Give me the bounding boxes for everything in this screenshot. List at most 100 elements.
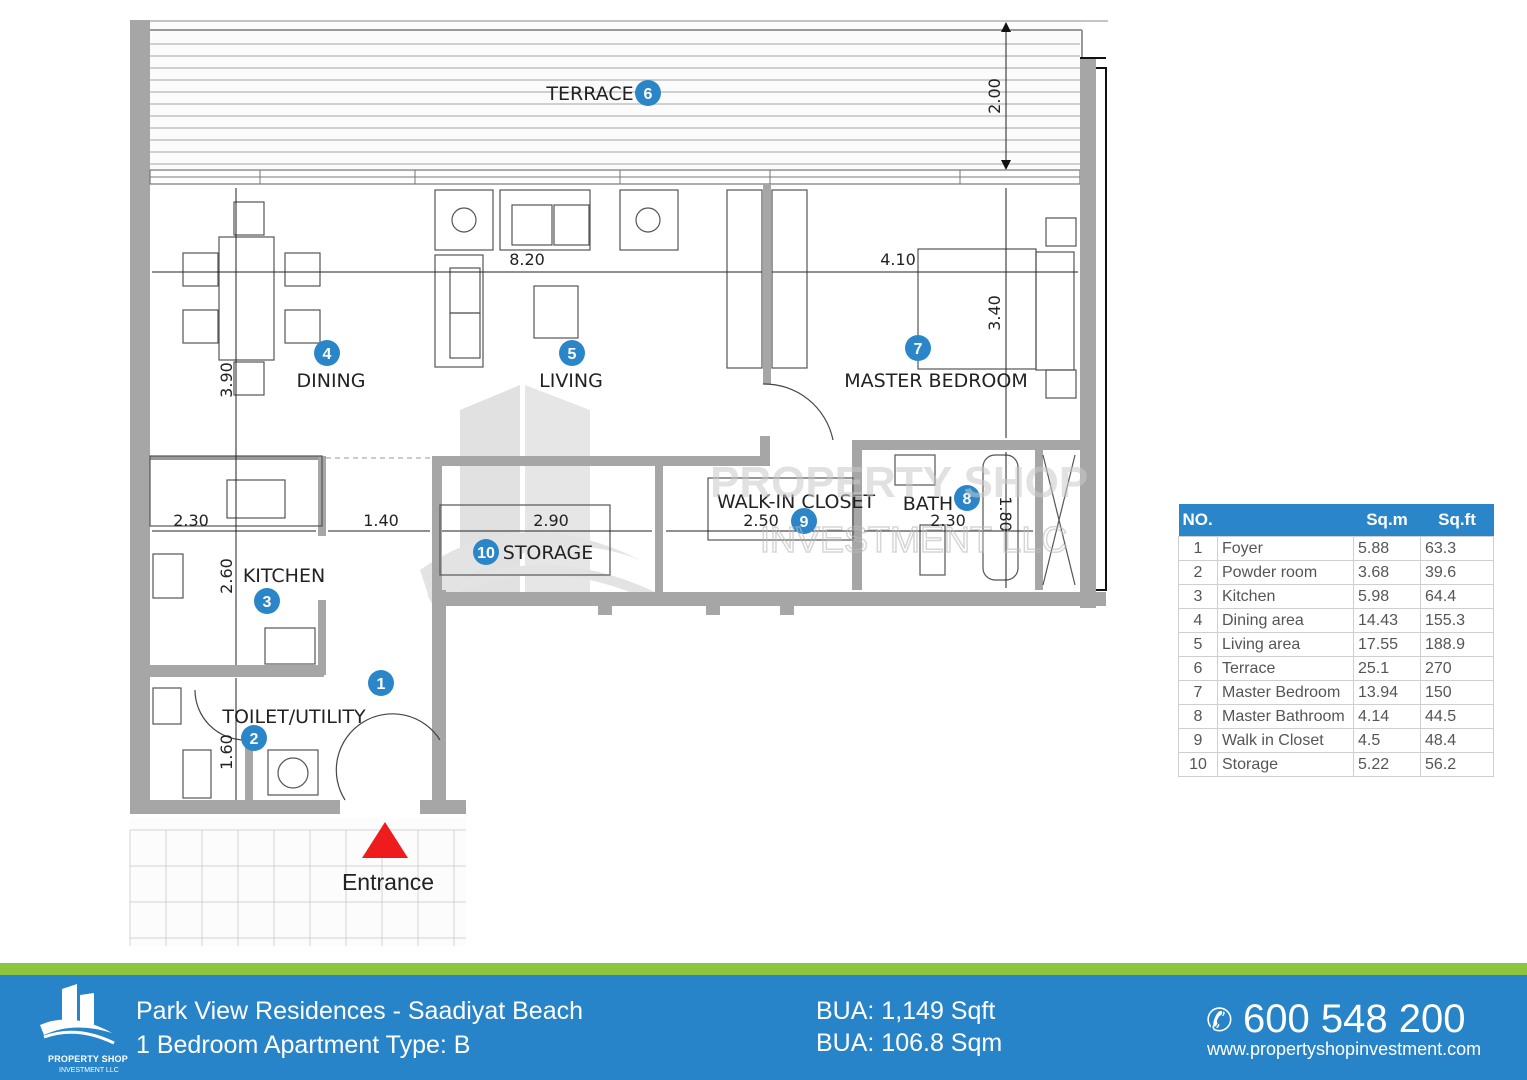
- svg-text:4: 4: [323, 346, 332, 363]
- cell-sqft: 155.3: [1420, 608, 1494, 633]
- cell-no: 6: [1178, 656, 1218, 681]
- cell-sqft: 63.3: [1420, 536, 1494, 561]
- project-title: Park View Residences - Saadiyat Beach: [136, 997, 583, 1025]
- cell-sqft: 44.5: [1420, 704, 1494, 729]
- cell-no: 9: [1178, 728, 1218, 753]
- dim-dining-depth: 3.90: [217, 362, 236, 398]
- cell-no: 10: [1178, 752, 1218, 777]
- cell-no: 7: [1178, 680, 1218, 705]
- cell-no: 5: [1178, 632, 1218, 657]
- dim-bedroom-depth: 3.40: [985, 295, 1004, 331]
- entrance-corridor: Entrance: [129, 818, 466, 946]
- svg-text:3: 3: [263, 594, 272, 611]
- dim-toilet-depth: 1.60: [217, 734, 236, 770]
- floor-plan: 2.00 TERRACE: [129, 20, 1108, 946]
- cell-sqm: 5.98: [1353, 584, 1421, 609]
- bua-sqft: BUA: 1,149 Sqft: [816, 997, 996, 1025]
- svg-text:5: 5: [568, 346, 577, 363]
- watermark-text: PROPERTY SHOP: [710, 458, 1088, 507]
- cell-sqft: 150: [1420, 680, 1494, 705]
- room-label-toilet-utility: TOILET/UTILITY: [221, 706, 366, 728]
- cell-no: 2: [1178, 560, 1218, 585]
- badge-6: 6: [635, 80, 661, 106]
- room-label-master-bedroom: MASTER BEDROOM: [844, 370, 1027, 392]
- furniture: [149, 189, 1077, 801]
- cell-sqm: 5.22: [1353, 752, 1421, 777]
- svg-text:6: 6: [644, 86, 653, 103]
- room-label-kitchen: KITCHEN: [243, 565, 325, 587]
- unit-type: 1 Bedroom Apartment Type: B: [136, 1031, 471, 1059]
- footer-accent-stripe: [0, 963, 1527, 975]
- room-label-living: LIVING: [539, 370, 603, 392]
- watermark-logo: [420, 385, 663, 605]
- dim-foyer-width: 1.40: [363, 511, 399, 530]
- cell-name: Storage: [1217, 752, 1354, 777]
- cell-sqft: 39.6: [1420, 560, 1494, 585]
- terrace: 2.00 TERRACE: [130, 20, 1108, 810]
- cell-no: 4: [1178, 608, 1218, 633]
- cell-name: Foyer: [1217, 536, 1354, 561]
- cell-sqm: 14.43: [1353, 608, 1421, 633]
- cell-name: Powder room: [1217, 560, 1354, 585]
- badge-3: 3: [254, 588, 280, 614]
- svg-text:9: 9: [800, 514, 809, 531]
- svg-text:8: 8: [963, 491, 972, 508]
- room-label-terrace: TERRACE: [545, 83, 633, 105]
- svg-text:2: 2: [250, 731, 259, 748]
- room-label-storage: STORAGE: [503, 542, 593, 564]
- room-label-walk-in-closet: WALK-IN CLOSET: [717, 491, 876, 513]
- header-sqm: Sq.m: [1353, 504, 1421, 537]
- svg-text:10: 10: [477, 545, 495, 562]
- dim-living-width: 8.20: [509, 250, 545, 269]
- cell-name: Living area: [1217, 632, 1354, 657]
- website-link[interactable]: www.propertyshopinvestment.com: [1207, 1039, 1482, 1059]
- room-badges: 1 2 3 4 5 6 7 8 9 10: [241, 80, 980, 751]
- svg-text:7: 7: [914, 341, 923, 358]
- dim-bath-width: 2.30: [930, 511, 966, 530]
- badge-9: 9: [791, 508, 817, 534]
- cell-sqft: 188.9: [1420, 632, 1494, 657]
- cell-name: Master Bedroom: [1217, 680, 1354, 705]
- cell-sqm: 17.55: [1353, 632, 1421, 657]
- dim-kitchen-width: 2.30: [173, 511, 209, 530]
- cell-sqm: 25.1: [1353, 656, 1421, 681]
- dim-bedroom-width: 4.10: [880, 250, 916, 269]
- dim-bath-depth: 1.80: [996, 496, 1015, 532]
- phone-number[interactable]: 600 548 200: [1243, 997, 1466, 1041]
- header-no: NO.: [1178, 504, 1354, 537]
- logo-line2: INVESTMENT LLC: [59, 1067, 119, 1074]
- cell-name: Kitchen: [1217, 584, 1354, 609]
- window-wall: [149, 169, 1081, 185]
- room-label-bath: BATH: [903, 493, 953, 515]
- building-wave-logo-icon: [40, 984, 115, 1045]
- cell-sqm: 4.14: [1353, 704, 1421, 729]
- header-sqft: Sq.ft: [1420, 504, 1494, 537]
- watermark-subtext: INVESTMENT LLC: [760, 519, 1067, 560]
- logo-line1: PROPERTY SHOP: [48, 1054, 128, 1064]
- cell-no: 3: [1178, 584, 1218, 609]
- dim-kitchen-depth: 2.60: [217, 558, 236, 594]
- cell-sqft: 270: [1420, 656, 1494, 681]
- cell-sqm: 13.94: [1353, 680, 1421, 705]
- badge-8: 8: [954, 485, 980, 511]
- phone-icon: ✆: [1206, 1002, 1233, 1038]
- company-logo: PROPERTY SHOP INVESTMENT LLC: [22, 981, 132, 1077]
- badge-2: 2: [241, 725, 267, 751]
- cell-name: Terrace: [1217, 656, 1354, 681]
- footer-bar: PROPERTY SHOP INVESTMENT LLC Park View R…: [0, 975, 1527, 1080]
- room-label-dining: DINING: [297, 370, 366, 392]
- entrance-arrow-icon: [362, 822, 408, 858]
- dim-closet-width: 2.50: [743, 511, 779, 530]
- cell-sqm: 4.5: [1353, 728, 1421, 753]
- badge-5: 5: [559, 340, 585, 366]
- badge-7: 7: [905, 335, 931, 361]
- cell-sqft: 56.2: [1420, 752, 1494, 777]
- dimension-lines: [152, 188, 1078, 800]
- cell-no: 1: [1178, 536, 1218, 561]
